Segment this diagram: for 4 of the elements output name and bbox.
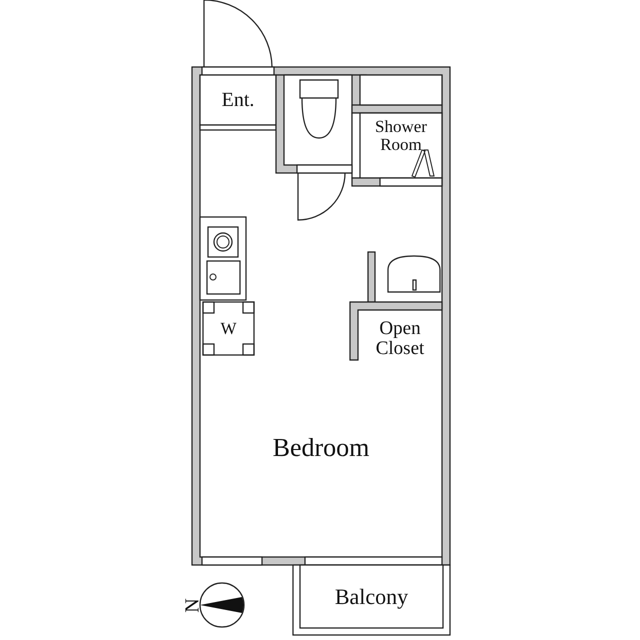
north-label: N xyxy=(182,598,205,613)
room-label: Open Closet xyxy=(358,310,442,368)
room-label: Ent. xyxy=(200,75,276,125)
room-label: Bedroom xyxy=(200,400,442,495)
